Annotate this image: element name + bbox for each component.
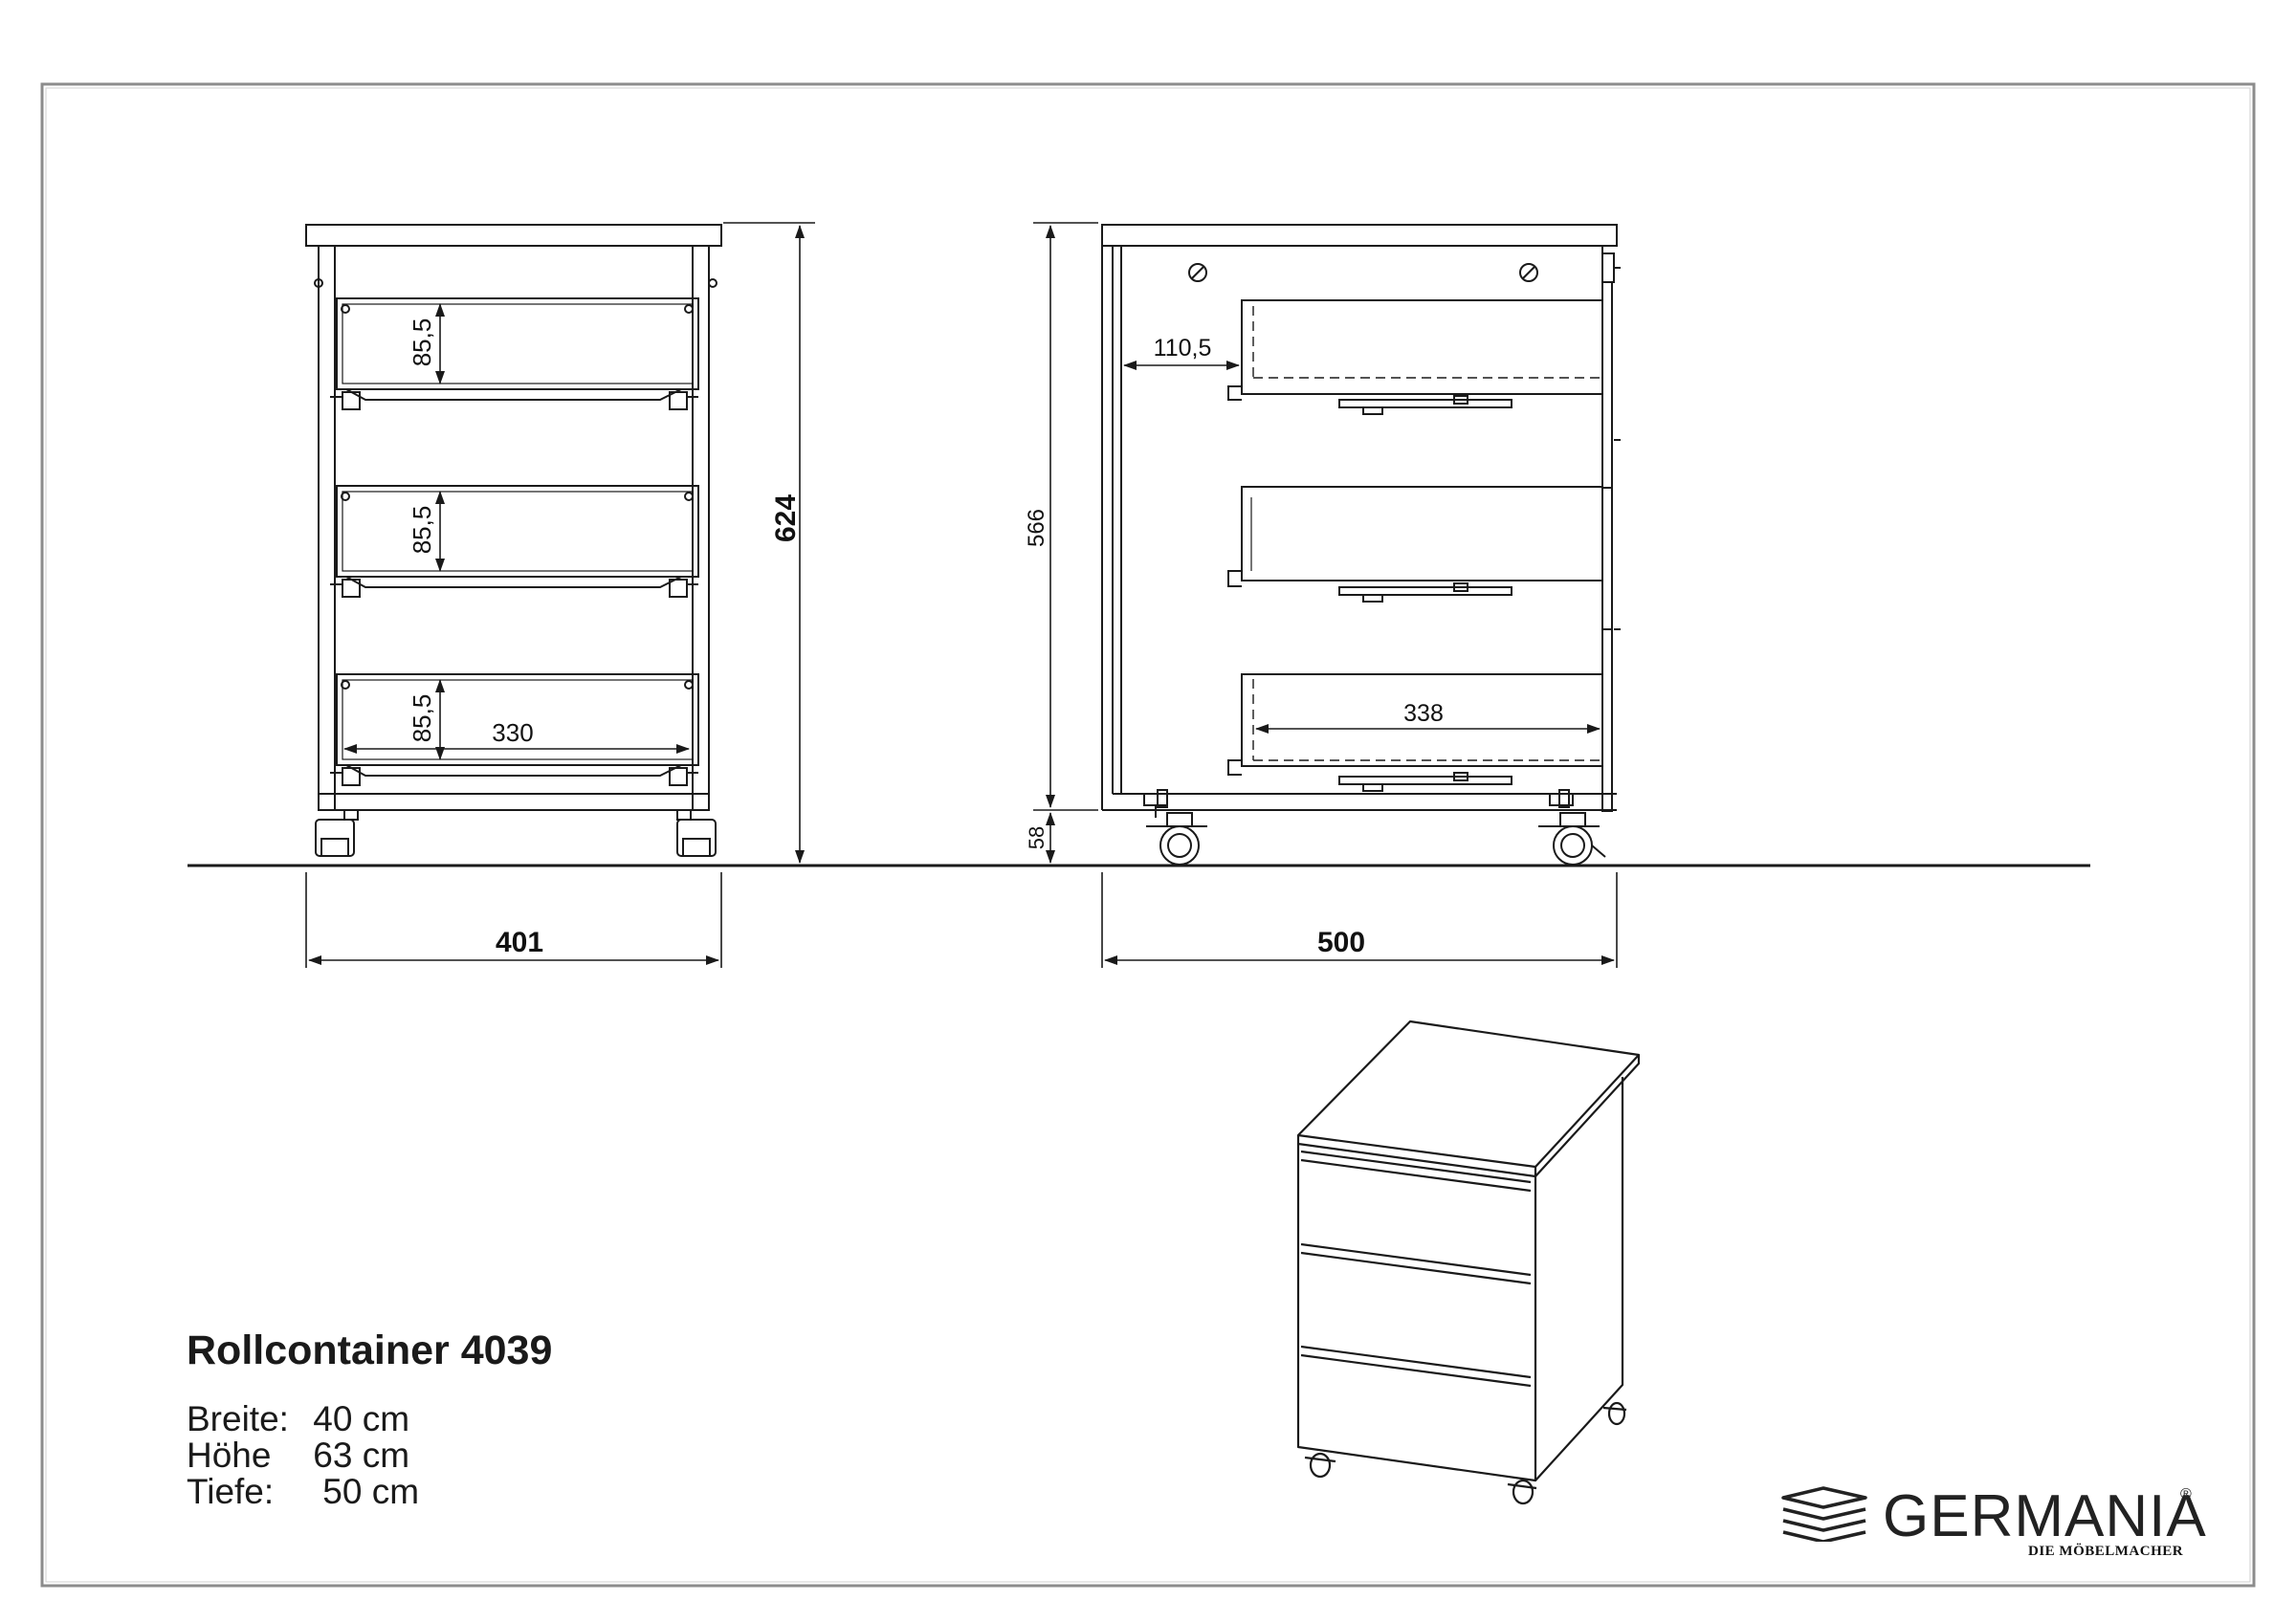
front-caster-right (676, 809, 717, 857)
sheet-border (40, 82, 2256, 1588)
dim-front-overall-height: 624 (770, 494, 802, 542)
dim-side-caster-height: 58 (1025, 826, 1049, 849)
logo-tagline: DIE MÖBELMACHER (2028, 1544, 2184, 1559)
spec-value: 50 cm (322, 1472, 420, 1511)
isometric-view (1296, 1020, 1641, 1505)
layers-logo-icon (1781, 1486, 1867, 1542)
spec-label: Breite: (187, 1399, 289, 1438)
dim-side-overall-depth: 500 (1317, 927, 1365, 958)
dim-side-drawer-offset: 110,5 (1154, 335, 1212, 362)
product-info: Rollcontainer 4039 Breite: 40 cm Höhe 63… (187, 1327, 552, 1510)
front-drawer-2 (330, 485, 699, 598)
side-drawer-3 (1227, 673, 1603, 792)
spec-row-depth: Tiefe: 50 cm (187, 1474, 552, 1510)
dim-front-overall-width: 401 (496, 927, 543, 958)
side-drawer-1 (1227, 299, 1603, 415)
side-drawer-2 (1227, 486, 1603, 603)
logo-brand-name: GERMANIA (1883, 1483, 2207, 1549)
spec-label: Höhe (187, 1436, 272, 1475)
dim-drawer1-height: 85,5 (408, 318, 436, 367)
front-dimensions (305, 222, 815, 968)
dim-drawer-inner-width: 330 (492, 718, 533, 747)
logo-registered-mark: ® (2180, 1486, 2192, 1502)
spec-value: 63 cm (313, 1436, 410, 1475)
spec-label: Tiefe: (187, 1472, 275, 1511)
dim-side-body-height: 566 (1024, 509, 1049, 547)
spec-row-height: Höhe 63 cm (187, 1437, 552, 1474)
germania-logo: GERMANIA ® DIE MÖBELMACHER (1777, 1483, 2246, 1561)
iso-caster-front-left (1304, 1452, 1336, 1479)
side-dimensions (1033, 222, 1618, 968)
iso-caster-front-right (1507, 1479, 1537, 1505)
spec-value: 40 cm (313, 1399, 410, 1438)
dim-side-drawer-inner-depth: 338 (1403, 700, 1444, 727)
front-view (305, 224, 722, 857)
side-view (1101, 224, 1621, 866)
side-caster-right (1538, 789, 1606, 866)
product-title: Rollcontainer 4039 (187, 1327, 553, 1373)
front-drawer-3 (330, 673, 699, 786)
dim-drawer2-height: 85,5 (408, 506, 436, 555)
side-caster-left (1143, 789, 1207, 866)
spec-row-width: Breite: 40 cm (187, 1401, 552, 1437)
front-drawer-1 (330, 297, 699, 410)
front-caster-left (315, 809, 359, 857)
iso-caster-back-right (1602, 1401, 1627, 1426)
dim-drawer3-height: 85,5 (408, 694, 436, 743)
